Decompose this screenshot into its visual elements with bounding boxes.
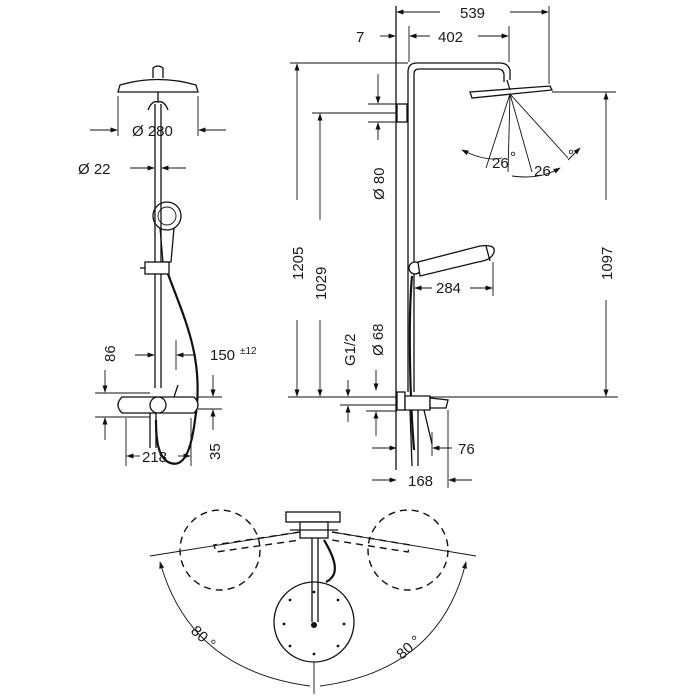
connection-label: G1/2 <box>342 333 359 366</box>
spray-angle-a-degree: ° <box>510 149 516 166</box>
swivel-arm-right <box>331 531 411 553</box>
handshower-offset-label: 150 <box>210 347 235 364</box>
arm-length-label: 402 <box>438 29 463 46</box>
mixer-projection-label: 168 <box>408 473 433 490</box>
top-head-center <box>311 622 317 628</box>
front-mixer-lever <box>173 384 179 398</box>
head-diameter-label: Ø 280 <box>132 123 173 140</box>
hand-reach-label: 284 <box>436 280 461 297</box>
spray-angle-b-label: 26 <box>534 163 551 180</box>
swivel-arm-left <box>213 531 301 553</box>
side-hose <box>408 275 416 451</box>
flange-label: Ø 68 <box>370 323 387 356</box>
spray-angle-lines <box>461 93 581 178</box>
front-hand-shower <box>152 201 182 231</box>
mixer-width-label: 218 <box>142 449 167 466</box>
swivel-right-label: 80 ° <box>393 632 424 663</box>
top-total-label: 539 <box>460 5 485 22</box>
mid-height-label: 1029 <box>313 267 330 300</box>
side-spout-c <box>423 409 433 445</box>
front-view: Ø 280 Ø 22 150 ±12 86 <box>78 65 257 466</box>
top-mixer-plate <box>285 511 341 523</box>
front-mixer-center <box>149 396 167 414</box>
front-head-joint <box>147 101 169 111</box>
side-arm <box>407 62 511 92</box>
swivel-circle-left <box>179 509 261 591</box>
top-head-nozzles <box>282 590 346 656</box>
swivel-ref-right <box>331 531 477 557</box>
front-hand-shower-face <box>157 206 177 226</box>
swivel-arc-right <box>319 561 467 687</box>
pipe-diameter-label: Ø 22 <box>78 161 111 178</box>
side-mixer-lever <box>429 397 449 409</box>
side-hand-shower-face <box>485 245 491 262</box>
side-mixer-flange <box>396 391 406 411</box>
front-hand-shower-grip <box>159 227 175 263</box>
handshower-tolerance-label: ±12 <box>240 346 257 357</box>
wall-bracket-top <box>396 103 408 123</box>
side-view: 539 402 7 Ø 80 1205 1029 1097 <box>288 5 618 490</box>
total-height-label: 1205 <box>290 247 307 280</box>
top-hose <box>323 539 336 583</box>
spray-angle-b-degree: ° <box>568 147 574 164</box>
front-head-cap <box>152 65 164 78</box>
top-view: 80 ° 80 ° <box>149 509 477 694</box>
swivel-arc-left <box>159 561 311 687</box>
spout-depth-label: 76 <box>458 441 475 458</box>
swivel-ref-left <box>149 531 301 557</box>
front-slider <box>144 261 170 275</box>
front-shower-head <box>117 78 199 93</box>
wall-gap-label: 7 <box>356 29 364 46</box>
mixer-height-label: 86 <box>102 345 119 362</box>
swivel-circle-right <box>367 509 449 591</box>
side-spout-a <box>409 409 413 467</box>
head-height-label: 1097 <box>599 247 616 280</box>
side-head-neck <box>506 79 511 91</box>
bracket-height-label: Ø 80 <box>371 167 388 200</box>
side-mixer-body <box>404 395 431 411</box>
side-shower-head <box>469 85 554 99</box>
mixer-depth-label: 35 <box>207 443 224 460</box>
side-hand-shower <box>417 244 495 277</box>
spray-angle-a-label: 26 <box>492 155 509 172</box>
